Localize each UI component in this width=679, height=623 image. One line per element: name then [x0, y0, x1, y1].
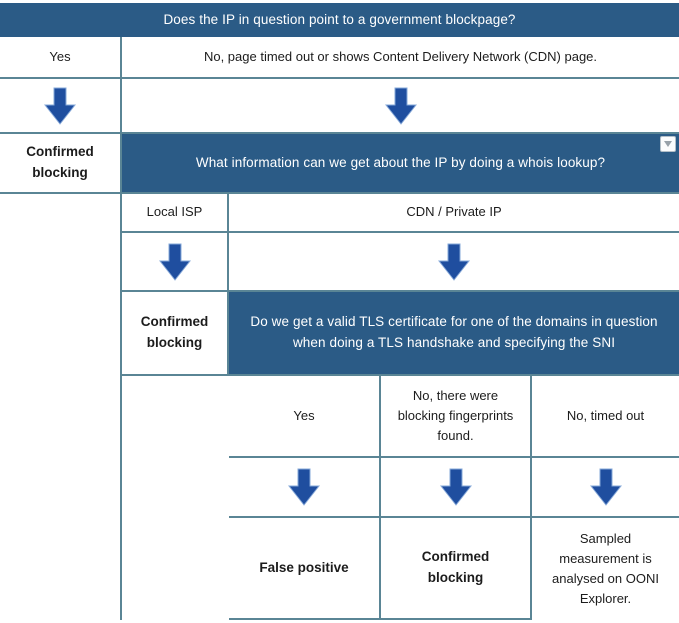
down-arrow-icon [384, 87, 417, 125]
answer-tls-no-fingerprints: No, there were blocking fingerprints fou… [381, 376, 532, 458]
down-arrow-icon [288, 468, 320, 506]
question-government-blockpage: Does the IP in question point to a gover… [0, 3, 679, 37]
down-arrow-icon [44, 87, 76, 125]
outcome-confirmed-blocking-3: Confirmed blocking [381, 518, 532, 620]
question-tls-certificate: Do we get a valid TLS certificate for on… [229, 292, 679, 376]
down-arrow-icon [158, 243, 191, 281]
answer-no-blockpage: No, page timed out or shows Content Deli… [122, 37, 679, 79]
down-arrow-icon [439, 468, 472, 506]
answer-yes-blockpage: Yes [0, 37, 122, 79]
dropdown-icon[interactable] [660, 136, 676, 152]
down-arrow-icon [438, 243, 470, 281]
triangle-down-glyph [664, 141, 672, 147]
arrow-cell [122, 79, 679, 134]
arrow-cell [381, 458, 532, 518]
arrow-cell [229, 233, 679, 292]
arrow-cell [0, 79, 122, 134]
answer-tls-no-timeout: No, timed out [532, 376, 679, 458]
outcome-sampled-ooni-explorer: Sampled measurement is analysed on OONI … [552, 530, 659, 607]
arrow-cell [532, 458, 679, 518]
outcome-confirmed-blocking-1: Confirmed blocking [0, 134, 122, 194]
answer-cdn-private-ip: CDN / Private IP [229, 194, 679, 233]
answer-tls-yes: Yes [229, 376, 381, 458]
column-divider [120, 194, 122, 620]
outcome-false-positive: False positive [229, 518, 381, 620]
down-arrow-icon [589, 468, 622, 506]
arrow-cell [122, 233, 229, 292]
answer-local-isp: Local ISP [122, 194, 229, 233]
question-whois-lookup: What information can we get about the IP… [122, 134, 679, 194]
outcome-confirmed-blocking-2: Confirmed blocking [122, 292, 229, 376]
arrow-cell [229, 458, 381, 518]
question-whois-lookup-text: What information can we get about the IP… [195, 154, 606, 170]
